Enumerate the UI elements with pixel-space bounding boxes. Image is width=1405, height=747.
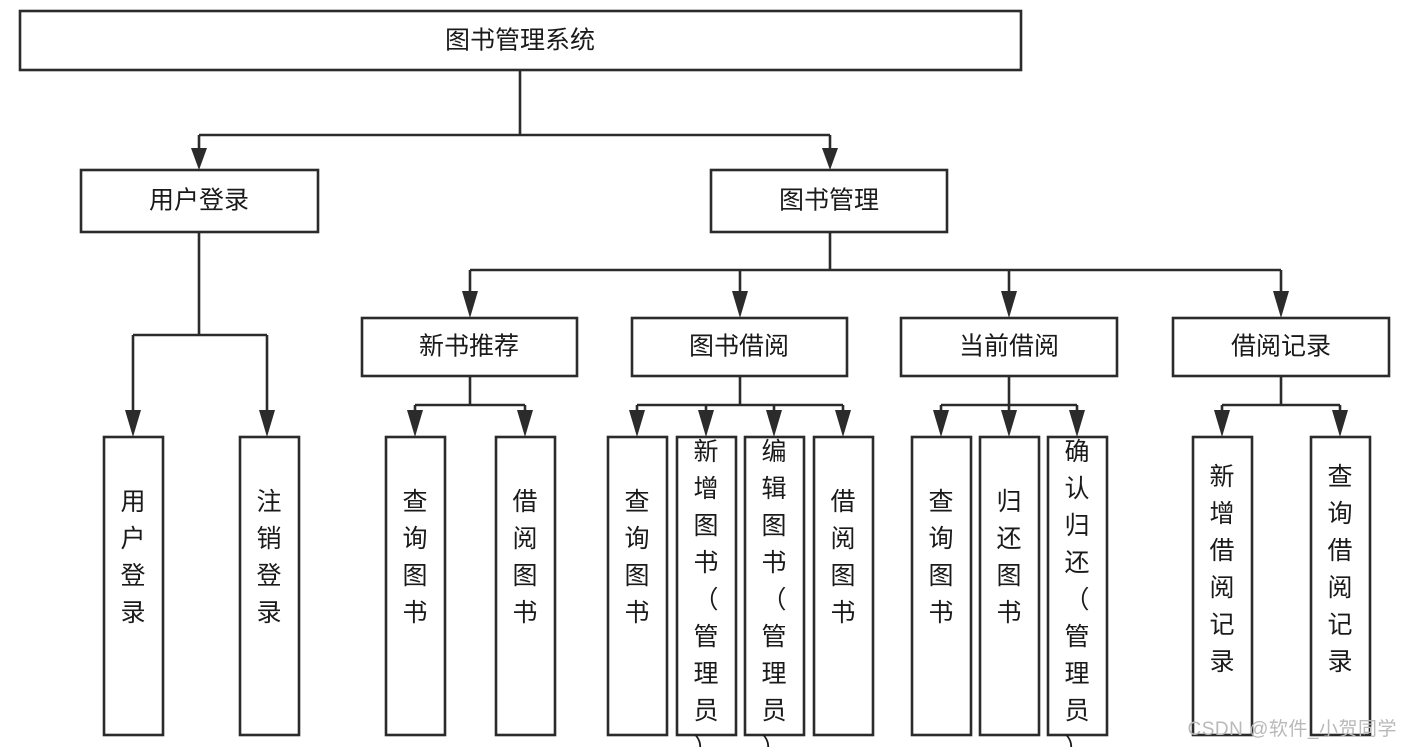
connector-group-book-manage	[462, 232, 1289, 318]
node-box-book-borrow[interactable]	[630, 316, 849, 378]
leaf-box-query-book-3[interactable]	[910, 435, 973, 737]
node-box-user-login[interactable]	[79, 168, 320, 234]
leaf-box-user-login[interactable]	[102, 435, 165, 737]
node-label-borrow-record: 借阅记录	[1231, 333, 1331, 361]
leaf-label-query-book-2: 查询图书	[624, 488, 649, 627]
arrow-head-leaf-edit-book	[766, 410, 782, 437]
leaf-box-logout-login[interactable]	[238, 435, 301, 737]
arrow-head-book-manage	[822, 148, 838, 170]
leaf-label-user-login: 用户登录	[120, 488, 145, 627]
node-box-borrow-record[interactable]	[1171, 316, 1391, 378]
node-box-current-borrow[interactable]	[899, 316, 1119, 378]
arrow-head-leaf-query-book-2	[629, 410, 645, 437]
node-label-user-login: 用户登录	[149, 187, 249, 215]
leaf-node-confirm-return[interactable]: 确认归还（管理员）	[1046, 435, 1109, 747]
connector-group-new-book-recommend	[407, 376, 533, 437]
node-label-book-borrow: 图书借阅	[689, 333, 789, 361]
leaf-node-query-record[interactable]: 查询借阅记录	[1309, 435, 1372, 737]
leaf-node-logout-login[interactable]: 注销登录	[238, 435, 301, 737]
arrow-head-leaf-borrow-book-1	[517, 410, 533, 437]
node-user-login[interactable]: 用户登录	[79, 168, 320, 234]
connector-group-book-borrow	[629, 376, 851, 437]
node-book-manage[interactable]: 图书管理	[709, 168, 949, 234]
arrow-head-leaf-query-record	[1332, 410, 1348, 437]
leaf-node-add-record[interactable]: 新增借阅记录	[1191, 435, 1254, 737]
node-label-book-manage: 图书管理	[779, 187, 879, 215]
node-label-current-borrow: 当前借阅	[959, 333, 1059, 361]
node-new-book-recommend[interactable]: 新书推荐	[360, 316, 579, 378]
leaf-box-query-record[interactable]	[1309, 435, 1372, 737]
node-borrow-record[interactable]: 借阅记录	[1171, 316, 1391, 378]
leaf-node-return-book[interactable]: 归还图书	[978, 435, 1041, 737]
arrow-head-leaf-add-book	[698, 410, 714, 437]
node-label-root: 图书管理系统	[445, 27, 595, 55]
leaf-node-query-book-2[interactable]: 查询图书	[606, 435, 669, 737]
leaf-box-borrow-book-1[interactable]	[494, 435, 557, 737]
arrow-head-leaf-user-login	[125, 410, 141, 437]
leaf-box-confirm-return[interactable]	[1046, 435, 1109, 737]
arrow-head-leaf-borrow-book-2	[835, 410, 851, 437]
leaf-label-return-book: 归还图书	[996, 488, 1021, 627]
node-current-borrow[interactable]: 当前借阅	[899, 316, 1119, 378]
leaf-node-borrow-book-2[interactable]: 借阅图书	[812, 435, 875, 737]
arrow-head-borrow-record	[1273, 291, 1289, 318]
arrow-head-leaf-confirm-return	[1069, 410, 1085, 437]
leaf-box-add-book[interactable]	[675, 435, 738, 737]
leaf-box-edit-book[interactable]	[743, 435, 806, 737]
leaf-node-add-book[interactable]: 新增图书（管理员）	[675, 435, 738, 747]
leaf-box-borrow-book-2[interactable]	[812, 435, 875, 737]
arrow-head-leaf-query-book-1	[407, 410, 423, 437]
leaf-node-query-book-1[interactable]: 查询图书	[384, 435, 447, 737]
connector-group-borrow-record	[1214, 376, 1348, 437]
leaf-box-query-book-2[interactable]	[606, 435, 669, 737]
node-box-new-book-recommend[interactable]	[360, 316, 579, 378]
leaf-node-user-login[interactable]: 用户登录	[102, 435, 165, 737]
connector-group-root	[191, 70, 838, 170]
leaf-label-edit-book: 编辑图书（管理员）	[761, 438, 786, 747]
leaf-label-confirm-return: 确认归还（管理员）	[1064, 438, 1089, 747]
connector-group-user-login	[125, 232, 275, 437]
arrow-head-leaf-query-book-3	[933, 410, 949, 437]
leaf-box-return-book[interactable]	[978, 435, 1041, 737]
arrow-head-leaf-return-book	[1001, 410, 1017, 437]
node-label-new-book-recommend: 新书推荐	[419, 333, 519, 361]
leaf-label-add-book: 新增图书（管理员）	[693, 438, 718, 747]
node-book-borrow[interactable]: 图书借阅	[630, 316, 849, 378]
leaf-label-query-book-1: 查询图书	[402, 488, 427, 627]
leaf-label-borrow-book-1: 借阅图书	[512, 488, 537, 627]
leaf-label-logout-login: 注销登录	[256, 488, 281, 627]
arrow-head-leaf-add-record	[1214, 410, 1230, 437]
leaf-node-borrow-book-1[interactable]: 借阅图书	[494, 435, 557, 737]
leaf-node-edit-book[interactable]: 编辑图书（管理员）	[743, 435, 806, 747]
node-box-book-manage[interactable]	[709, 168, 949, 234]
node-book-management-system[interactable]: 图书管理系统	[18, 9, 1023, 72]
leaf-node-query-book-3[interactable]: 查询图书	[910, 435, 973, 737]
leaf-box-add-record[interactable]	[1191, 435, 1254, 737]
arrow-head-new-book-recommend	[462, 291, 478, 318]
leaf-box-query-book-1[interactable]	[384, 435, 447, 737]
connector-group-current-borrow	[933, 376, 1085, 437]
arrow-head-current-borrow	[1001, 291, 1017, 318]
arrow-head-leaf-logout-login	[259, 410, 275, 437]
arrow-head-user-login	[191, 148, 207, 170]
node-box-root[interactable]	[18, 9, 1023, 72]
arrow-head-book-borrow	[732, 291, 748, 318]
leaf-label-add-record: 新增借阅记录	[1209, 463, 1234, 676]
leaf-label-borrow-book-2: 借阅图书	[830, 488, 855, 627]
leaf-label-query-book-3: 查询图书	[928, 488, 953, 627]
leaf-label-query-record: 查询借阅记录	[1327, 463, 1352, 676]
